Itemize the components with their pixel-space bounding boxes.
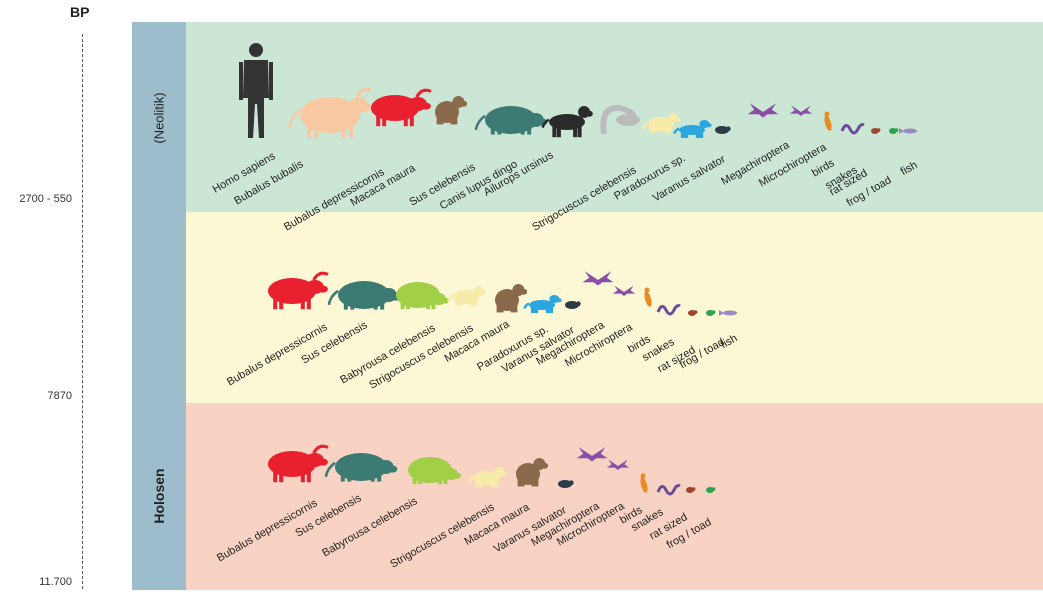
megabat-icon — [583, 271, 614, 285]
fauna-icons — [239, 43, 917, 494]
warty-pig-icon — [476, 106, 547, 135]
microbat-icon — [613, 286, 635, 296]
anoa-icon — [268, 446, 328, 482]
babirusa-icon — [408, 457, 461, 484]
macaque-icon — [435, 96, 467, 124]
babirusa-icon — [396, 282, 449, 309]
frog-icon — [706, 310, 715, 316]
fish-icon — [899, 128, 917, 134]
species-label-neolithic-9: Varanus salvator — [651, 153, 728, 204]
microbat-icon — [607, 460, 629, 470]
civet-icon — [674, 120, 711, 138]
civet-icon — [524, 295, 561, 313]
bird-icon — [823, 112, 833, 132]
rat-icon — [871, 128, 880, 134]
bird-icon — [643, 288, 653, 308]
snake-icon — [658, 486, 680, 495]
species-label-neolithic-16: fish — [899, 159, 920, 178]
warty-pig-icon — [326, 453, 397, 482]
water-buffalo-icon — [290, 89, 372, 138]
bird-icon — [639, 474, 649, 494]
anoa-icon — [371, 90, 431, 126]
monitor-lizard-icon — [715, 126, 731, 134]
fish-icon — [719, 310, 737, 316]
frog-icon — [889, 128, 898, 134]
species-label-neolithic-2: Bubalus depressicornis — [282, 166, 387, 234]
human-icon — [239, 43, 273, 138]
species-label-neolithic-10: Megachiroptera — [719, 139, 792, 188]
dwarf-cuscus-icon — [643, 113, 680, 133]
rat-icon — [686, 487, 695, 493]
microbat-icon — [790, 106, 812, 116]
snake-icon — [658, 306, 680, 315]
dingo-icon — [543, 106, 593, 137]
frog-icon — [706, 487, 715, 493]
monitor-lizard-icon — [558, 480, 574, 488]
bear-cuscus-icon — [603, 108, 640, 134]
macaque-icon — [495, 284, 527, 312]
snake-icon — [842, 125, 864, 134]
rat-icon — [688, 310, 697, 316]
dwarf-cuscus-icon — [469, 467, 506, 487]
dwarf-cuscus-icon — [448, 286, 485, 306]
monitor-lizard-icon — [565, 301, 581, 309]
anoa-icon — [268, 273, 328, 309]
warty-pig-icon — [329, 281, 400, 310]
megabat-icon — [577, 447, 608, 461]
macaque-icon — [516, 458, 548, 486]
megabat-icon — [748, 103, 779, 117]
